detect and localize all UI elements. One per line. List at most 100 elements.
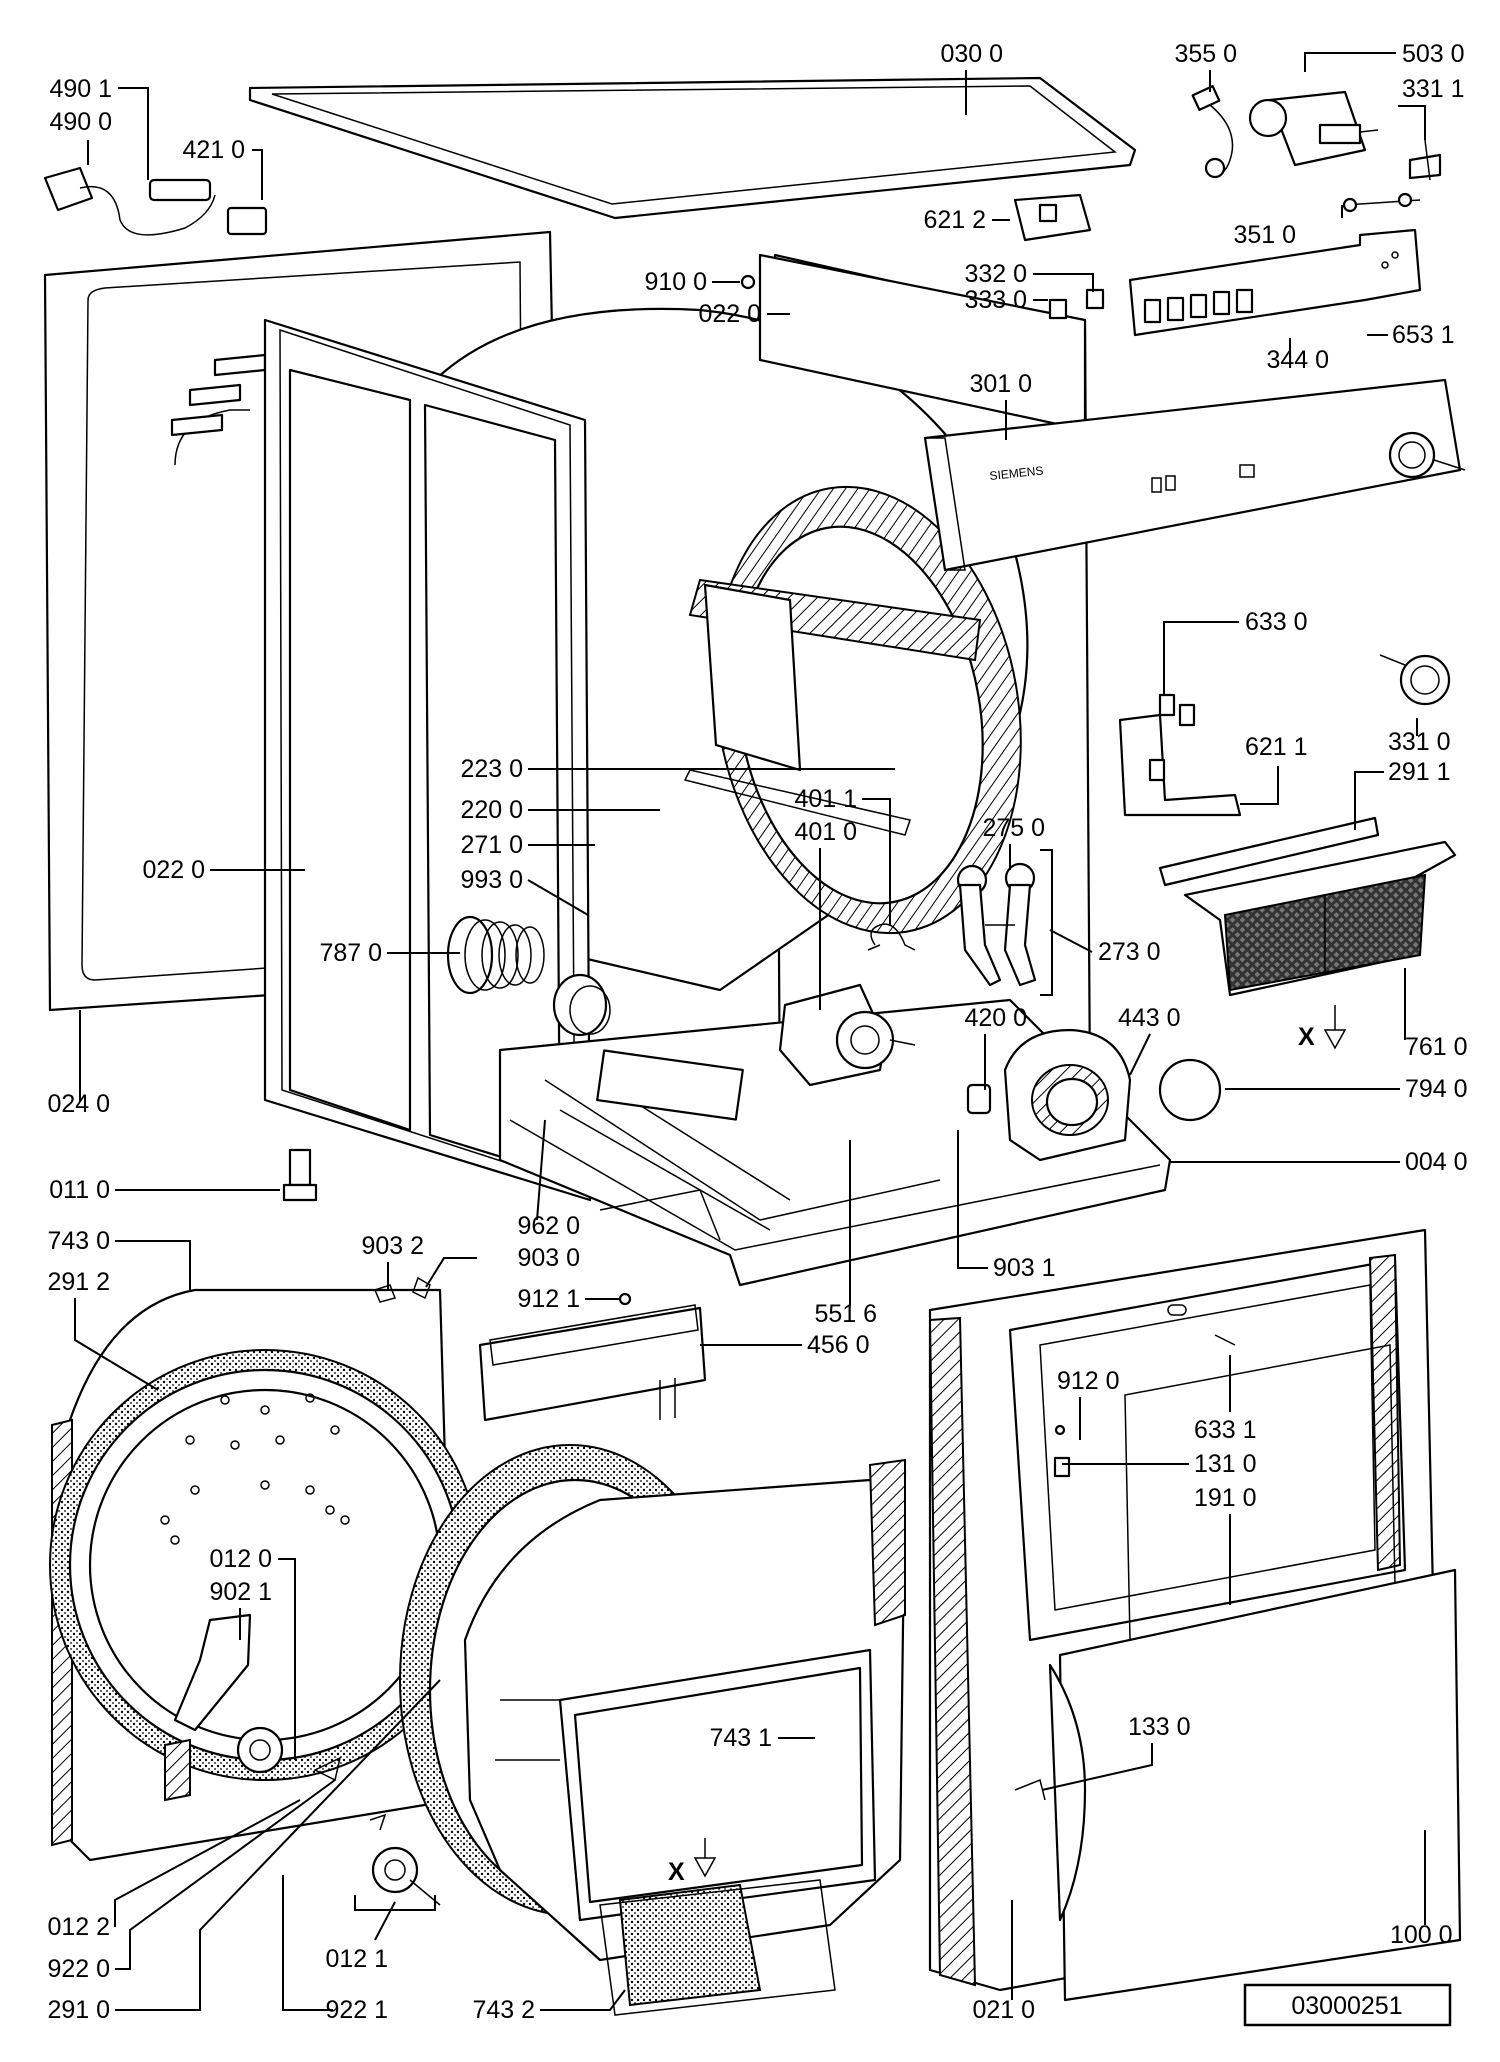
part-number-label: 024 0	[47, 1090, 110, 1118]
part-number-label: 962 0	[517, 1212, 580, 1240]
leader-line	[536, 1119, 546, 1221]
brand-label: SIEMENS	[989, 463, 1044, 483]
leader-line	[252, 149, 263, 200]
part-number-label: 291 0	[47, 1996, 110, 2024]
heating-coil	[446, 915, 611, 1037]
base-tray	[498, 998, 1172, 1287]
screw-910	[740, 274, 756, 290]
part-number-label: 100 0	[1390, 1921, 1453, 1949]
top-cover	[248, 76, 1137, 220]
timer-knob	[1379, 654, 1451, 706]
rear-shield-holes	[160, 1393, 350, 1545]
timer-shaft-knob	[1408, 139, 1442, 181]
leader-line	[540, 1989, 626, 2011]
bearing-902	[173, 1613, 284, 1774]
leader-line	[1354, 771, 1384, 830]
door	[1014, 1568, 1462, 2002]
leader-line	[118, 87, 149, 180]
part-number-label: 633 0	[1245, 608, 1308, 636]
part-number-label: 621 1	[1245, 733, 1308, 761]
part-number-label: 022 0	[698, 300, 761, 328]
document-number-box: 03000251	[1243, 1983, 1452, 2027]
part-number-label: 653 1	[1392, 321, 1455, 349]
part-number-label: 443 0	[1118, 1004, 1181, 1032]
control-panel-fascia: SIEMENS	[923, 378, 1466, 572]
part-number-label: 344 0	[1266, 346, 1329, 374]
part-number-label: 743 1	[709, 1724, 772, 1752]
part-number-label: 030 0	[940, 40, 1003, 68]
leader-line	[278, 1558, 296, 1760]
sensor-lead	[1191, 85, 1234, 179]
leader-line	[425, 1257, 477, 1288]
part-number-label: 291 2	[47, 1268, 110, 1296]
leader-line	[114, 1799, 301, 1927]
foot-screw	[282, 1148, 318, 1202]
part-number-label: 912 0	[1057, 1367, 1120, 1395]
part-number-label: 012 1	[325, 1945, 388, 1973]
part-number-label: 503 0	[1402, 40, 1465, 68]
relay-board-small	[1013, 193, 1092, 242]
part-number-label: 022 0	[142, 856, 205, 884]
part-number-label: 922 1	[325, 1996, 388, 2024]
heater-element	[478, 1304, 707, 1422]
part-number-label: 621 2	[923, 206, 986, 234]
part-number-label: 912 1	[517, 1285, 580, 1313]
part-number-label: 490 1	[49, 75, 112, 103]
part-number-label: 551 6	[814, 1300, 877, 1328]
part-number-label: 220 0	[460, 796, 523, 824]
part-number-label: 401 0	[794, 818, 857, 846]
front-shield-view-marker: X	[668, 1858, 685, 1886]
part-number-label: 401 1	[794, 785, 857, 813]
door-hinge-parts	[1053, 1334, 1236, 1478]
part-number-label: 291 1	[1388, 758, 1451, 786]
part-number-label: 021 0	[972, 1996, 1035, 2024]
front-bearing	[354, 1813, 441, 1911]
leader-line	[115, 1679, 441, 2011]
filter-housing-foam	[599, 1879, 836, 2016]
part-number-label: 332 0	[964, 260, 1027, 288]
leader-line	[1304, 52, 1396, 72]
rear-bearing-shield	[49, 1288, 481, 1862]
part-number-label: 743 0	[47, 1227, 110, 1255]
leader-line	[957, 1130, 988, 1269]
part-number-label: 910 0	[644, 268, 707, 296]
part-number-label: 355 0	[1174, 40, 1237, 68]
part-number-label: 331 1	[1402, 75, 1465, 103]
leader-line	[282, 1875, 333, 2011]
leader-line	[374, 1901, 396, 1941]
part-number-label: 012 0	[209, 1545, 272, 1573]
front-shield-view-arrow	[693, 1838, 717, 1878]
part-number-label: 191 0	[1194, 1484, 1257, 1512]
part-number-label: 275 0	[982, 814, 1045, 842]
drive-motor	[778, 983, 916, 1087]
switch-bracket	[1128, 192, 1422, 337]
part-number-label: 902 1	[209, 1578, 272, 1606]
mains-cable-with-plug	[43, 166, 268, 236]
part-number-label: 903 2	[361, 1232, 424, 1260]
part-number-label: 223 0	[460, 755, 523, 783]
fan-housing	[1003, 1028, 1132, 1162]
part-number-label: 011 0	[49, 1176, 110, 1204]
part-number-label: 743 2	[472, 1996, 535, 2024]
part-number-label: 922 0	[47, 1955, 110, 1983]
part-number-label: 301 0	[969, 370, 1032, 398]
part-number-label: 903 0	[517, 1244, 580, 1272]
part-number-label: 421 0	[182, 136, 245, 164]
part-number-label: 351 0	[1233, 221, 1296, 249]
part-number-label: 993 0	[460, 866, 523, 894]
leader-line	[1163, 621, 1239, 695]
leader-line	[527, 879, 589, 916]
part-number-label: 331 0	[1388, 728, 1451, 756]
part-number-label: 456 0	[807, 1331, 870, 1359]
programme-timer	[1248, 90, 1379, 167]
door-switch-bracket	[1118, 693, 1242, 817]
capacitor	[966, 1083, 992, 1115]
leader-line	[115, 1779, 336, 1970]
leader-line	[1398, 105, 1426, 140]
belt-idler-assembly	[956, 849, 1053, 996]
filter-view-arrow	[1323, 1005, 1347, 1050]
part-number-label: 333 0	[964, 286, 1027, 314]
motor-clip	[867, 923, 916, 951]
part-number-label: 273 0	[1098, 938, 1161, 966]
part-number-label: 004 0	[1405, 1148, 1468, 1176]
